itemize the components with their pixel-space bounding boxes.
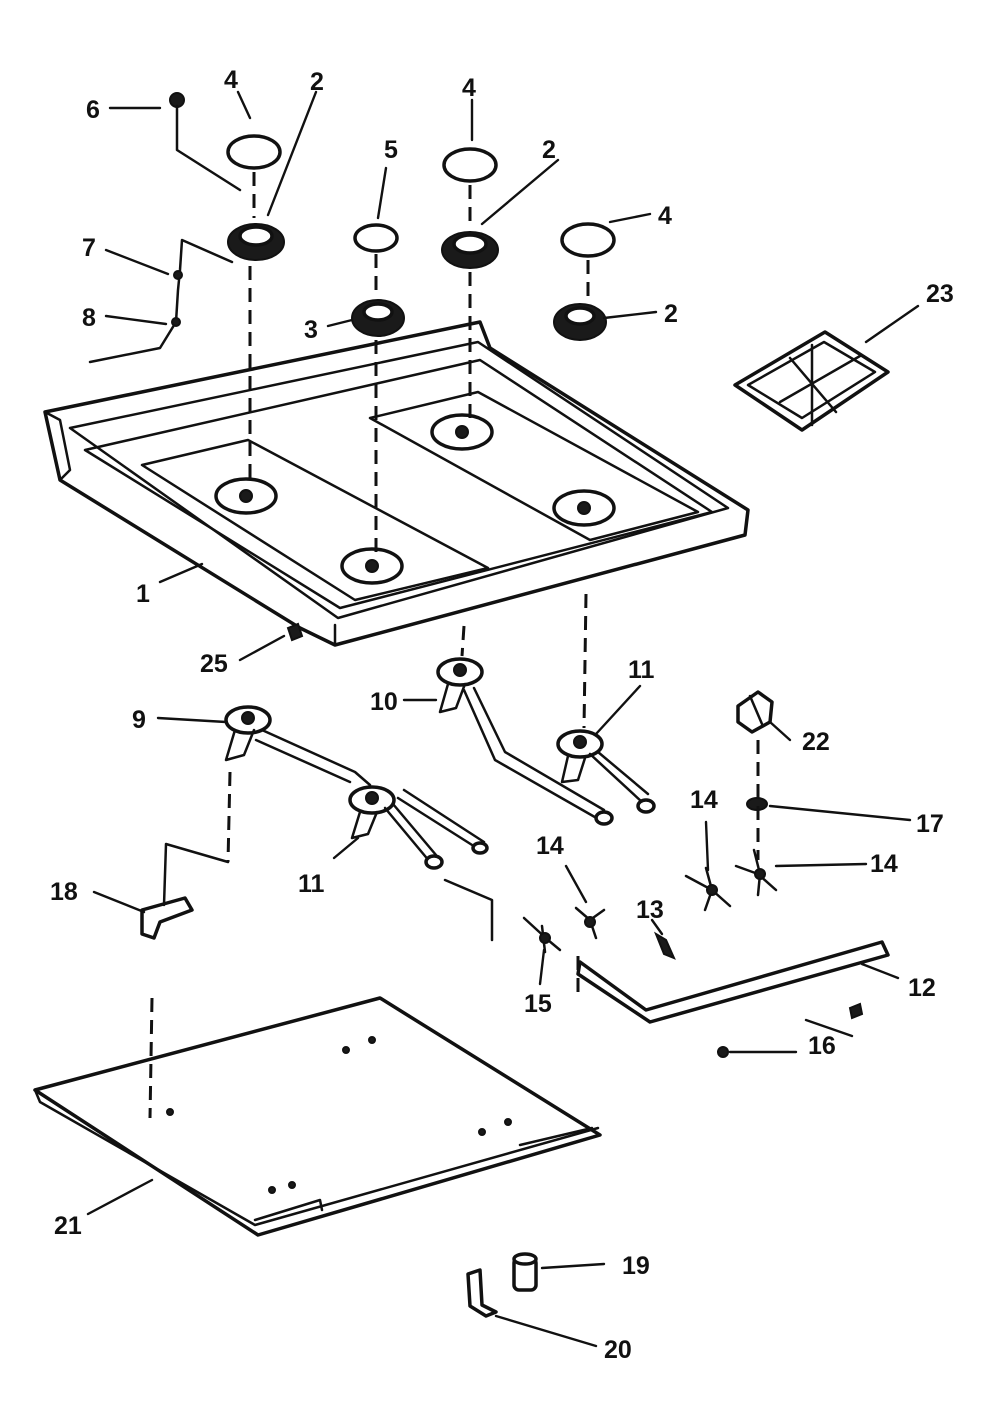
- callout-17: 17: [916, 810, 944, 838]
- callout-14-right: 14: [870, 850, 898, 878]
- callout-18: 18: [50, 878, 78, 906]
- callout-5: 5: [384, 136, 398, 164]
- burner-assembly-front: [348, 785, 489, 870]
- callout-4-center: 4: [462, 74, 476, 102]
- screw-25: [286, 622, 304, 642]
- burner-cap-small: [353, 223, 399, 253]
- burner-assembly-right: [556, 729, 656, 814]
- callout-14-center: 14: [690, 786, 718, 814]
- spacer-19: [512, 1252, 538, 1292]
- screw-16b: [717, 1046, 729, 1058]
- callout-10: 10: [370, 688, 398, 716]
- wire-clip: [173, 270, 183, 280]
- assembly-lines: [148, 172, 760, 1119]
- callout-21: 21: [54, 1212, 82, 1240]
- leader-lines: [86, 90, 920, 1348]
- burner-head-right-rear: [441, 231, 499, 269]
- burner-head-left-rear: [227, 223, 285, 261]
- gas-manifold: [443, 878, 890, 1024]
- valve-15: [522, 916, 562, 954]
- igniter-electrode: [169, 92, 242, 192]
- callout-2-right: 2: [664, 300, 678, 328]
- callout-14-left: 14: [536, 832, 564, 860]
- callout-7: 7: [82, 234, 96, 262]
- bracket-20: [466, 1268, 498, 1318]
- burner-head-simmer: [351, 299, 405, 337]
- burner-cap-right-front: [560, 222, 616, 258]
- callout-12: 12: [908, 974, 936, 1002]
- pressure-regulator-22: [736, 690, 774, 734]
- igniter-wire: [88, 238, 234, 364]
- callout-23: 23: [926, 280, 954, 308]
- bracket-18: [140, 896, 194, 940]
- callout-8: 8: [82, 304, 96, 332]
- burner-cap-left: [226, 134, 282, 170]
- wire-terminal: [171, 317, 181, 327]
- callout-9: 9: [132, 706, 146, 734]
- screw-16a: [848, 1002, 864, 1020]
- callout-2-center: 2: [542, 136, 556, 164]
- spark-module-13: [653, 931, 676, 960]
- callout-4-left: 4: [224, 66, 238, 94]
- callout-2-left: 2: [310, 68, 324, 96]
- burner-grate: [733, 330, 890, 432]
- callout-1: 1: [136, 580, 150, 608]
- callout-22: 22: [802, 728, 830, 756]
- callout-numbers: 1 2 2 2 3 4 4 4 5 6 7 8 9 10 11 11 12 13…: [50, 66, 954, 1364]
- callout-11-left: 11: [298, 870, 325, 898]
- valve-14-center: [684, 866, 732, 912]
- callout-15: 15: [524, 990, 552, 1018]
- callout-19: 19: [622, 1252, 650, 1280]
- callout-6: 6: [86, 96, 100, 124]
- callout-4-right: 4: [658, 202, 672, 230]
- burner-cap-right-rear: [442, 147, 498, 183]
- burner-head-right-front: [553, 303, 607, 341]
- cooktop-main-top: [43, 320, 750, 647]
- callout-13: 13: [636, 896, 664, 924]
- burner-assembly-left: [224, 705, 372, 787]
- burner-assembly-center: [436, 657, 614, 826]
- burner-box-pan: [33, 996, 602, 1237]
- callout-25: 25: [200, 650, 228, 678]
- valve-14-left: [574, 906, 606, 940]
- valve-14-right: [734, 848, 778, 897]
- callout-16: 16: [808, 1032, 836, 1060]
- callout-3: 3: [304, 316, 318, 344]
- callout-20: 20: [604, 1336, 632, 1364]
- callout-11-right: 11: [628, 656, 655, 684]
